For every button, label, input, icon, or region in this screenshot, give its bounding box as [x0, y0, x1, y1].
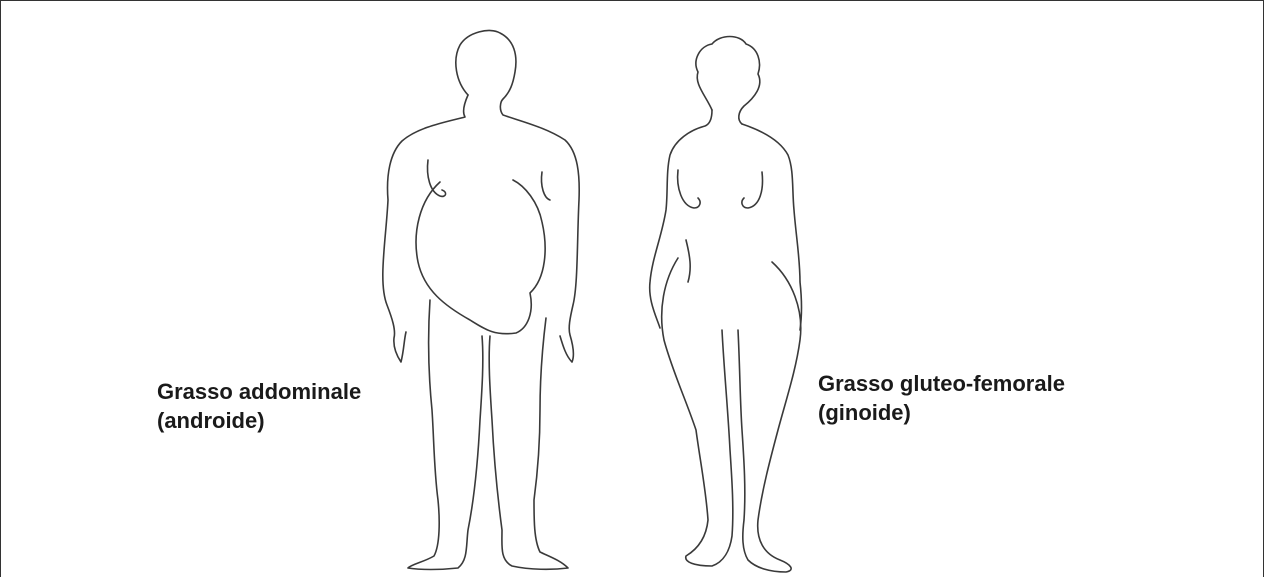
gynoid-caption-line1: Grasso gluteo-femorale [818, 369, 1065, 398]
android-caption-line1: Grasso addominale [157, 377, 361, 406]
male-chest-right [541, 172, 550, 200]
male-chest-left [428, 160, 446, 196]
gynoid-caption-line2: (ginoide) [818, 398, 1065, 427]
female-right-side-outline [742, 124, 802, 330]
male-right-leg-outline [489, 318, 568, 569]
gynoid-female-silhouette [650, 37, 802, 573]
female-left-hip-leg-outline [662, 258, 733, 566]
female-chest-right [742, 172, 763, 208]
android-caption-line2: (androide) [157, 406, 361, 435]
female-waist-line [686, 240, 690, 282]
gynoid-caption: Grasso gluteo-femorale (ginoide) [818, 369, 1065, 427]
male-left-leg-outline [408, 300, 483, 570]
female-left-side-outline [650, 110, 712, 328]
male-belly-outline [416, 180, 545, 334]
female-head-outline [696, 37, 760, 125]
female-right-hip-leg-outline [738, 262, 801, 572]
male-head-torso-outline [456, 30, 579, 362]
male-left-side-outline [383, 95, 468, 362]
android-caption: Grasso addominale (androide) [157, 377, 361, 435]
female-chest-left [678, 170, 700, 208]
android-male-silhouette [383, 30, 579, 569]
